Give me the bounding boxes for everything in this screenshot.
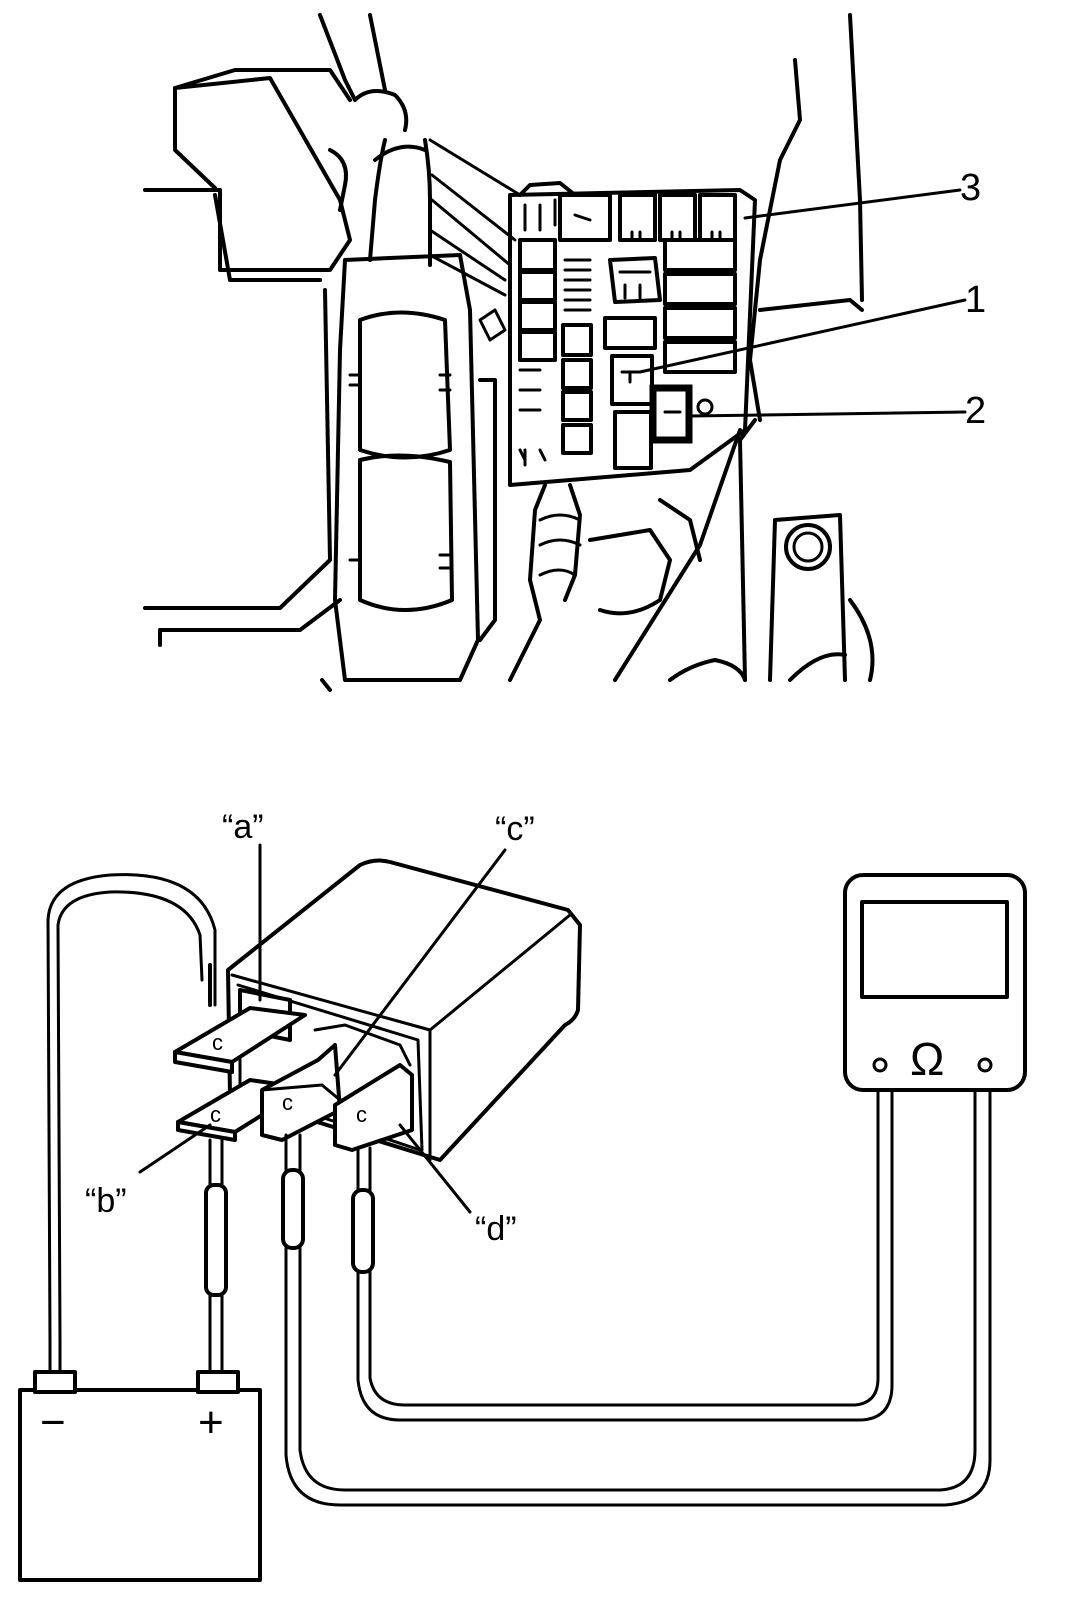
ohmmeter-leads [281, 1083, 992, 1507]
terminal-c-stamp: c [282, 1090, 293, 1115]
terminal-d-stamp: c [356, 1102, 367, 1127]
callout-number-1: 1 [965, 279, 986, 321]
terminal-d-label: “d” [475, 1210, 517, 1248]
callout-leader-2 [688, 410, 967, 418]
callout-leader-1 [638, 298, 967, 374]
engine-compartment-illustration [143, 13, 875, 692]
relay [173, 858, 582, 1162]
terminal-a-stamp: c [212, 1030, 223, 1055]
ohmmeter-jack-right [977, 1057, 993, 1073]
battery-negative-wire [46, 873, 217, 1342]
callout-number-3: 3 [960, 167, 981, 209]
terminal-d-leader [398, 1123, 472, 1214]
callout-number-2: 2 [965, 390, 986, 432]
ohmmeter-unit-symbol: Ω [910, 1033, 944, 1085]
battery-positive-symbol: + [198, 1398, 224, 1447]
ohmmeter-jack-left [872, 1057, 888, 1073]
terminal-leaders [138, 843, 507, 1214]
terminal-c-leader [333, 848, 507, 1077]
battery [18, 1338, 262, 1582]
terminal-b-label: “b” [85, 1182, 127, 1220]
callout-leader-3 [743, 188, 962, 220]
terminal-a-label: “a” [222, 808, 264, 846]
ohmmeter [843, 873, 1027, 1092]
battery-positive-wire [204, 1138, 228, 1342]
terminal-b-stamp: c [210, 1102, 221, 1127]
terminal-b-leader [138, 1123, 212, 1174]
callout-leaders [638, 188, 967, 418]
terminal-c-label: “c” [495, 810, 535, 848]
battery-negative-symbol: − [40, 1398, 66, 1447]
